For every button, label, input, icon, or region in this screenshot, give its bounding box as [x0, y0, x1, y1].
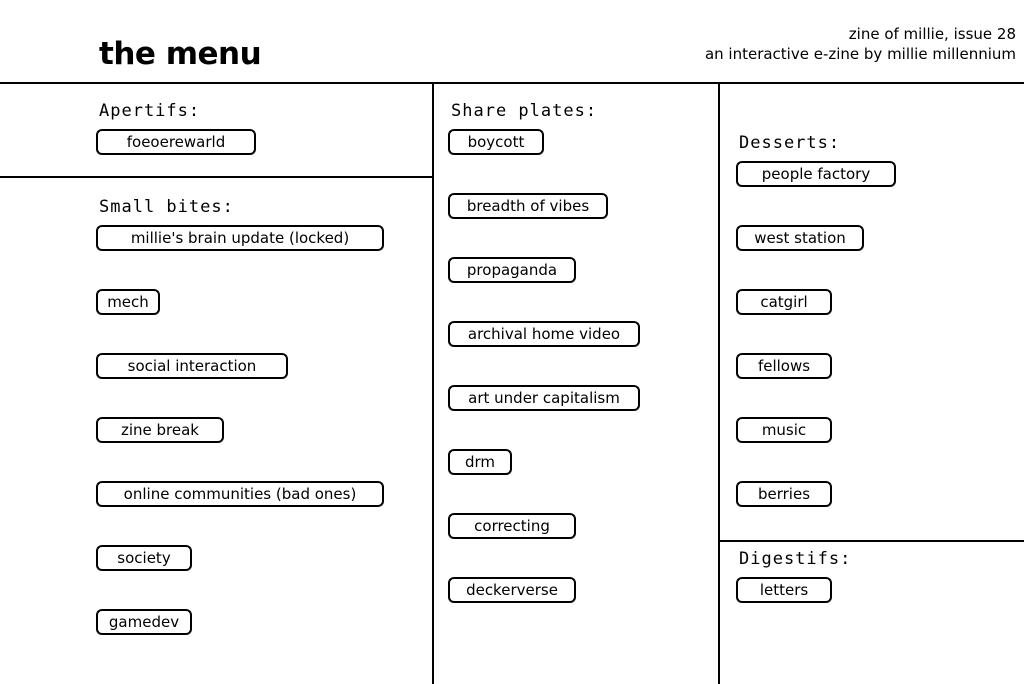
- menu-button-propaganda[interactable]: propaganda: [448, 257, 576, 283]
- desserts-heading: Desserts:: [739, 133, 841, 153]
- apertifs-divider: [0, 176, 434, 178]
- menu-button-archival-home-video[interactable]: archival home video: [448, 321, 640, 347]
- header-divider: [0, 82, 1024, 84]
- menu-button-letters[interactable]: letters: [736, 577, 832, 603]
- menu-button-people-factory[interactable]: people factory: [736, 161, 896, 187]
- menu-button-social-interaction[interactable]: social interaction: [96, 353, 288, 379]
- menu-button-music[interactable]: music: [736, 417, 832, 443]
- menu-button-gamedev[interactable]: gamedev: [96, 609, 192, 635]
- menu-button-breadth-of-vibes[interactable]: breadth of vibes: [448, 193, 608, 219]
- menu-button-deckerverse[interactable]: deckerverse: [448, 577, 576, 603]
- apertifs-heading: Apertifs:: [99, 101, 201, 121]
- menu-button-correcting[interactable]: correcting: [448, 513, 576, 539]
- share-plates-heading: Share plates:: [451, 101, 598, 121]
- issue-label: zine of millie, issue 28: [848, 25, 1016, 43]
- digestifs-divider: [718, 540, 1024, 542]
- menu-button-west-station[interactable]: west station: [736, 225, 864, 251]
- menu-button-catgirl[interactable]: catgirl: [736, 289, 832, 315]
- zine-info: zine of millie, issue 28 an interactive …: [705, 24, 1016, 64]
- menu-button-mech[interactable]: mech: [96, 289, 160, 315]
- byline: an interactive e-zine by millie millenni…: [704, 45, 1016, 63]
- menu-button-fellows[interactable]: fellows: [736, 353, 832, 379]
- small-bites-heading: Small bites:: [99, 197, 234, 217]
- menu-button-drm[interactable]: drm: [448, 449, 512, 475]
- menu-button-zine-break[interactable]: zine break: [96, 417, 224, 443]
- menu-button-online-communities[interactable]: online communities (bad ones): [96, 481, 384, 507]
- column-divider-right: [718, 82, 720, 684]
- page-title: the menu: [99, 36, 262, 72]
- menu-button-brain-update[interactable]: millie's brain update (locked): [96, 225, 384, 251]
- menu-button-art-under-capitalism[interactable]: art under capitalism: [448, 385, 640, 411]
- menu-button-boycott[interactable]: boycott: [448, 129, 544, 155]
- menu-button-foeoerewarld[interactable]: foeoerewarld: [96, 129, 256, 155]
- digestifs-heading: Digestifs:: [739, 549, 852, 569]
- menu-button-berries[interactable]: berries: [736, 481, 832, 507]
- column-divider-left: [432, 82, 434, 684]
- menu-button-society[interactable]: society: [96, 545, 192, 571]
